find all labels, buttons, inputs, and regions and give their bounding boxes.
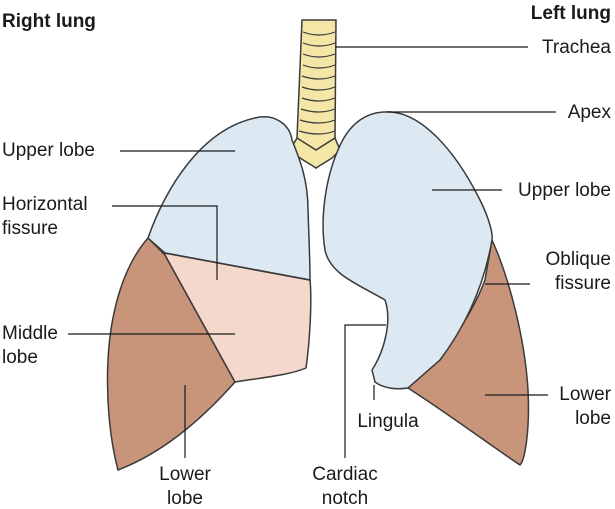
- right-middle-lobe: [164, 252, 312, 383]
- leader-lines: [68, 46, 556, 458]
- label-lower-lobe-left: Lower lobe: [559, 383, 611, 431]
- label-lower-lobe-right-line2: lobe: [167, 488, 203, 509]
- label-horizontal-fissure-line2: fissure: [2, 218, 58, 239]
- label-oblique-fissure-line2: fissure: [555, 273, 611, 294]
- right-upper-lobe: [147, 116, 311, 281]
- label-cardiac-notch: Cardiac notch: [300, 463, 390, 509]
- label-oblique-fissure: Oblique fissure: [546, 248, 612, 296]
- leader-cardiac-notch: [344, 324, 386, 458]
- right-lung: [106, 116, 312, 471]
- right-lower-lobe: [106, 236, 236, 471]
- trachea: [289, 19, 341, 170]
- label-trachea: Trachea: [542, 37, 611, 58]
- label-upper-lobe-right: Upper lobe: [2, 140, 95, 161]
- right-lung-title: Right lung: [2, 11, 96, 32]
- label-lower-lobe-left-line1: Lower: [559, 384, 611, 405]
- left-lung: [322, 111, 530, 466]
- label-apex: Apex: [567, 102, 611, 123]
- label-lower-lobe-left-line2: lobe: [575, 408, 611, 429]
- label-oblique-fissure-line1: Oblique: [545, 249, 612, 270]
- horizontal-fissure-line: [164, 252, 311, 281]
- label-lingula: Lingula: [357, 411, 419, 432]
- label-cardiac-notch-line2: notch: [321, 488, 369, 509]
- label-upper-lobe-left: Upper lobe: [518, 180, 611, 201]
- leader-horizontal-fissure: [112, 205, 218, 280]
- trachea-rings: [298, 31, 336, 135]
- left-upper-lobe: [322, 111, 493, 390]
- left-lung-title: Left lung: [530, 3, 611, 24]
- label-cardiac-notch-line1: Cardiac: [312, 464, 378, 485]
- label-lower-lobe-right: Lower lobe: [145, 463, 225, 509]
- label-middle-lobe-line1: Middle: [2, 323, 58, 344]
- label-middle-lobe-line2: lobe: [2, 347, 38, 368]
- label-middle-lobe: Middle lobe: [2, 322, 58, 370]
- label-horizontal-fissure-line1: Horizontal: [2, 194, 88, 215]
- label-lower-lobe-right-line1: Lower: [159, 464, 211, 485]
- label-horizontal-fissure: Horizontal fissure: [2, 193, 88, 241]
